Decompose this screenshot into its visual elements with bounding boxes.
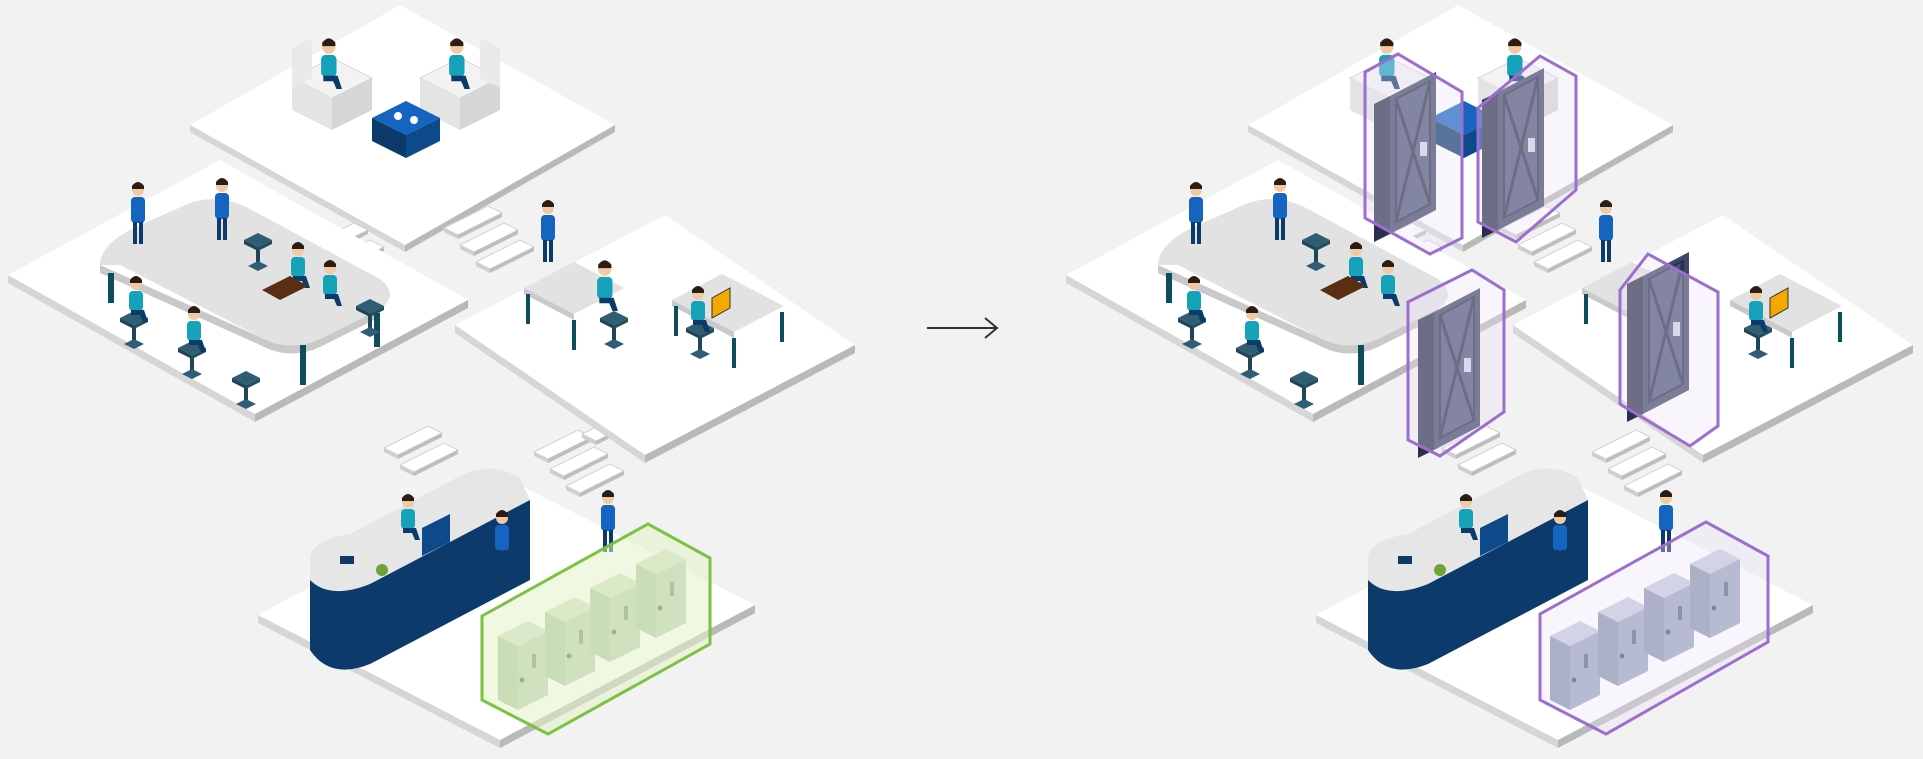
lounge-room-icon <box>190 5 615 252</box>
meeting-room-icon <box>8 160 468 422</box>
turnstile-highlight <box>480 522 712 736</box>
after-panel <box>1066 5 1913 748</box>
door-highlight <box>1363 52 1770 736</box>
transition-arrow-icon <box>927 317 999 339</box>
reception-room-icon <box>1316 468 1813 748</box>
office-room-icon <box>455 200 855 463</box>
before-panel <box>8 5 855 748</box>
